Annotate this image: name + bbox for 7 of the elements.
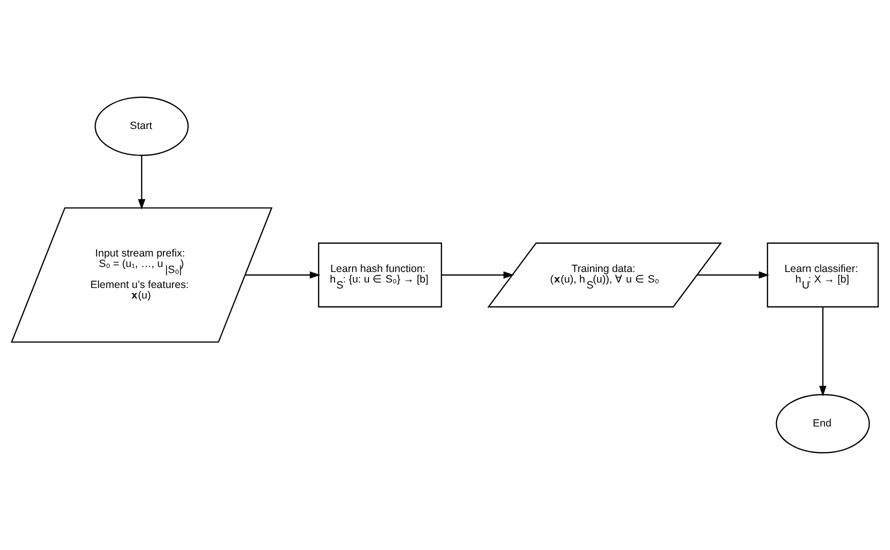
node-ellipse: Start (94, 96, 189, 156)
arrow (245, 271, 320, 279)
node-ellipse: End (776, 394, 870, 454)
arrow (138, 156, 146, 210)
arrow (819, 307, 827, 396)
arrow (697, 271, 770, 279)
arrow (442, 271, 514, 279)
